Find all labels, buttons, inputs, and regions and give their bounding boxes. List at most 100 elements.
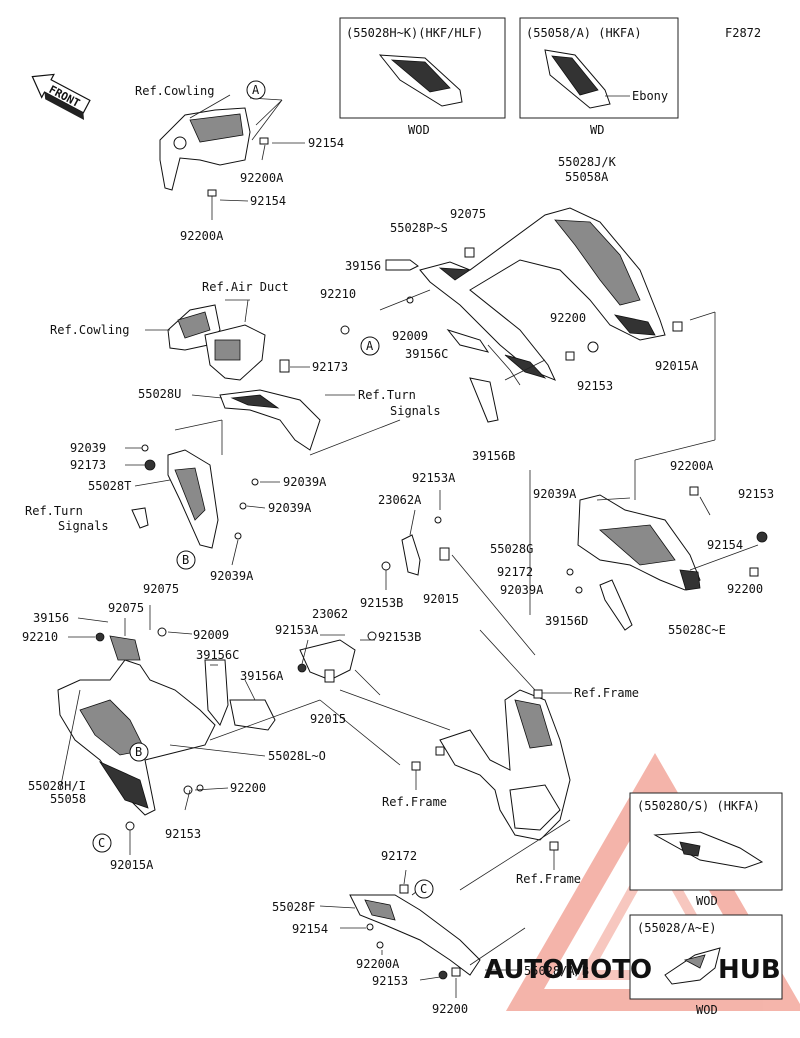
part-label: 92200 bbox=[432, 1002, 468, 1016]
part-label: 55028P~S bbox=[390, 221, 448, 235]
part-label: Ref.Cowling bbox=[135, 84, 214, 98]
part-label: 92039A bbox=[210, 569, 254, 583]
part-label: 55028L~O bbox=[268, 749, 326, 763]
part-label: 55058A bbox=[565, 170, 609, 184]
part-label: Signals bbox=[58, 519, 109, 533]
part-label: 92210 bbox=[22, 630, 58, 644]
part-label: 92153A bbox=[275, 623, 319, 637]
callout-a-top bbox=[246, 80, 266, 100]
part-label: 92009 bbox=[193, 628, 229, 642]
callout-c-bottom bbox=[414, 879, 434, 899]
part-label: 92172 bbox=[381, 849, 417, 863]
part-label: 92075 bbox=[108, 601, 144, 615]
callout-b-low-label: B bbox=[135, 745, 142, 759]
part-label: Ref.Air Duct bbox=[202, 280, 289, 294]
part-label: 92200A bbox=[180, 229, 224, 243]
inset-box-1: (55028H~K)(HKF/HLF) WOD bbox=[339, 17, 506, 137]
part-label: 92173 bbox=[70, 458, 106, 472]
part-label: 92154 bbox=[308, 136, 344, 150]
part-label: 92153B bbox=[378, 630, 421, 644]
part-label: 55028U bbox=[138, 387, 181, 401]
callout-b-low bbox=[129, 742, 149, 762]
part-label: 55058 bbox=[50, 792, 86, 806]
callout-b-mid-label: B bbox=[182, 553, 189, 567]
part-label: 39156D bbox=[545, 614, 588, 628]
part-label: 92153 bbox=[372, 974, 408, 988]
part-label: 39156A bbox=[240, 669, 284, 683]
part-label: 92039A bbox=[283, 475, 327, 489]
figure-code: F2872 bbox=[725, 26, 761, 40]
callout-a-mid-label: A bbox=[366, 339, 374, 353]
callout-a-mid bbox=[360, 336, 380, 356]
part-label: 55028F bbox=[272, 900, 315, 914]
part-label: 92153A bbox=[412, 471, 456, 485]
part-label: 92154 bbox=[707, 538, 743, 552]
inset-3-footer: WOD bbox=[696, 894, 718, 908]
part-label: 92173 bbox=[312, 360, 348, 374]
part-label: 92200 bbox=[230, 781, 266, 795]
part-label: Ref.Frame bbox=[574, 686, 639, 700]
inset-3-title: (55028O/S) (HKFA) bbox=[637, 799, 760, 813]
part-label: 92075 bbox=[143, 582, 179, 596]
part-label: 92015A bbox=[655, 359, 699, 373]
part-label: 92153 bbox=[577, 379, 613, 393]
part-label: 92039A bbox=[533, 487, 577, 501]
part-label: Ref.Cowling bbox=[50, 323, 129, 337]
part-label: 92210 bbox=[320, 287, 356, 301]
part-label: 92153B bbox=[360, 596, 403, 610]
part-label: Ref.Frame bbox=[382, 795, 447, 809]
part-label: 39156 bbox=[345, 259, 381, 273]
inset-1-title: (55028H~K)(HKF/HLF) bbox=[346, 26, 483, 40]
part-label: 92172 bbox=[497, 565, 533, 579]
part-label: 23062 bbox=[312, 607, 348, 621]
inset-2-footer: WD bbox=[590, 123, 604, 137]
callout-c-low bbox=[92, 833, 112, 853]
part-label: 55028H/I bbox=[28, 779, 86, 793]
part-label: 92200A bbox=[670, 459, 714, 473]
watermark-text-2: HUB bbox=[718, 955, 781, 985]
part-label: 92015 bbox=[423, 592, 459, 606]
part-label: 55028J/K bbox=[558, 155, 617, 169]
part-label: 92154 bbox=[250, 194, 286, 208]
part-label: 92200 bbox=[550, 311, 586, 325]
ref-frame bbox=[411, 629, 572, 870]
inset-1-footer: WOD bbox=[408, 123, 430, 137]
part-label: 39156 bbox=[33, 611, 69, 625]
part-label: 92153 bbox=[738, 487, 774, 501]
callout-c-low-label: C bbox=[98, 836, 105, 850]
lower-left-cowl bbox=[57, 605, 451, 855]
inset-2-title: (55058/A) (HKFA) bbox=[526, 26, 642, 40]
air-duct-assembly bbox=[125, 299, 401, 570]
part-label: Ref.Frame bbox=[516, 872, 581, 886]
inset-box-3: (55028O/S) (HKFA) WOD bbox=[629, 792, 783, 908]
part-label: Ref.Turn bbox=[358, 388, 416, 402]
part-label: 92154 bbox=[292, 922, 328, 936]
part-label: 92200A bbox=[240, 171, 284, 185]
part-label: 55028/A/B bbox=[524, 964, 589, 978]
bracket-23062a bbox=[381, 490, 536, 656]
part-label: 92015A bbox=[110, 858, 154, 872]
part-label: Ref.Turn bbox=[25, 504, 83, 518]
part-label: 39156B bbox=[472, 449, 515, 463]
inset-4-footer: WOD bbox=[696, 1003, 718, 1017]
right-side-panel bbox=[566, 486, 768, 631]
part-label: 39156C bbox=[196, 648, 239, 662]
part-label: 92015 bbox=[310, 712, 346, 726]
upper-right-cowl bbox=[340, 207, 716, 615]
part-label: 92009 bbox=[392, 329, 428, 343]
callout-c-bottom-label: C bbox=[420, 882, 427, 896]
part-label: 92039A bbox=[268, 501, 312, 515]
front-arrow: FRONT bbox=[31, 73, 91, 120]
part-label: 92039 bbox=[70, 441, 106, 455]
part-label: 92075 bbox=[450, 207, 486, 221]
part-label: 55028G bbox=[490, 542, 533, 556]
part-label: 23062A bbox=[378, 493, 422, 507]
part-label: 92200A bbox=[356, 957, 400, 971]
part-label: 55028T bbox=[88, 479, 131, 493]
inset-box-2: (55058/A) (HKFA) Ebony WD bbox=[519, 17, 679, 137]
part-label: 92153 bbox=[165, 827, 201, 841]
watermark-text-1: AUTOMOTO bbox=[484, 955, 652, 985]
part-label: 92039A bbox=[500, 583, 544, 597]
